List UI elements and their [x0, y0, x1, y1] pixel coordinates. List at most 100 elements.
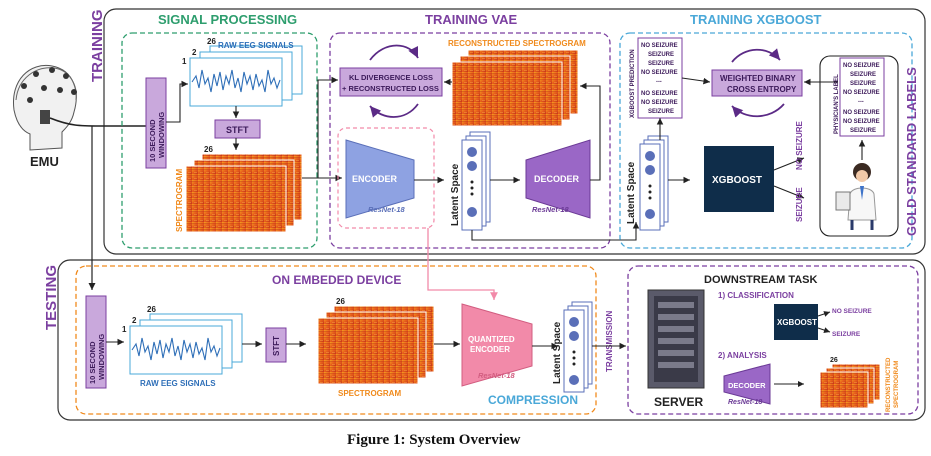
decoder-to-recon-arrow — [580, 82, 601, 181]
windowing-to-eeg-arrow — [166, 80, 188, 123]
reconstructed-spectrogram-stack — [451, 49, 579, 127]
emu-label: EMU — [30, 154, 59, 169]
xgb-latent-label: Latent Space — [626, 161, 637, 224]
analysis-label: 2) ANALYSIS — [718, 351, 767, 360]
test-channel-1: 1 — [122, 325, 127, 334]
ds-decoder-shape — [723, 363, 771, 405]
channel-26-label: 26 — [207, 37, 216, 46]
training-panel — [103, 8, 926, 255]
test-stft-box — [265, 327, 287, 363]
xgboost-box — [704, 146, 774, 212]
xgb-to-noseizure-arrow — [773, 157, 805, 171]
doctor-icon — [835, 163, 877, 230]
ds-decoder-sub: ResNet-18 — [728, 399, 762, 406]
pred-to-wbce-arrow — [681, 77, 711, 85]
encoder-sub: ResNet-18 — [368, 205, 406, 214]
signal-processing-title: SIGNAL PROCESSING — [158, 12, 297, 27]
vae-loss-2: + RECONSTRUCTED LOSS — [342, 84, 439, 93]
test-raw-eeg-label: RAW EEG SIGNALS — [140, 379, 216, 388]
windowing-text-1: 10 SECOND — [148, 119, 157, 162]
raw-eeg-label: RAW EEG SIGNALS — [218, 41, 294, 50]
gold-standard-label: GOLD STANDARD LABELS — [904, 67, 919, 236]
stft-box — [214, 119, 261, 139]
channel-2-label: 2 — [192, 48, 197, 57]
xgb-prediction-label: XGBOOST PREDICTION — [630, 49, 636, 118]
training-label: TRAINING — [89, 10, 106, 83]
wbce-text-1: WEIGHTED BINARY — [720, 74, 796, 83]
test-windowing-2: WINDOWING — [97, 334, 106, 380]
svg-text:SEIZURE: SEIZURE — [648, 109, 674, 115]
training-vae-title: TRAINING VAE — [425, 12, 518, 27]
ds-xgb-to-noseizure — [817, 311, 831, 317]
server-icon — [647, 289, 705, 389]
downstream-title: DOWNSTREAM TASK — [704, 274, 818, 286]
reconstructed-label: RECONSTRUCTED SPECTROGRAM — [448, 39, 586, 48]
vae-latent-label: Latent Space — [450, 163, 461, 226]
spec-to-loss-arrow — [317, 76, 338, 178]
ds-recon-label-2: SPECTROGRAM — [894, 361, 900, 408]
classification-label: 1) CLASSIFICATION — [718, 291, 794, 300]
signal-processing-box — [121, 32, 318, 249]
training-xgboost-box — [619, 32, 913, 249]
wbce-cycle-bottom-icon — [731, 103, 785, 118]
test-spectrogram-stack — [317, 305, 435, 385]
embedded-device-box — [75, 265, 597, 415]
gold-standard-box — [819, 55, 899, 237]
ds-decoder-label: DECODER — [728, 381, 766, 390]
ds-noseizure-label: NO SEIZURE — [832, 308, 872, 315]
encoder-highlight-box — [337, 127, 435, 229]
vae-loss-box — [339, 67, 443, 97]
vae-loss-cycle-top-icon — [369, 44, 419, 61]
device-title: ON EMBEDED DEVICE — [272, 273, 401, 287]
testing-panel — [57, 259, 926, 421]
downstream-box — [627, 265, 919, 415]
physician-list: NO SEIZURE SEIZURE SEIZURE NO SEIZURE ..… — [843, 63, 880, 134]
svg-text:SEIZURE: SEIZURE — [648, 61, 674, 67]
training-vae-box — [329, 32, 611, 249]
wbce-cycle-top-icon — [731, 48, 781, 63]
test-latent-label: Latent Space — [552, 321, 563, 384]
testing-label: TESTING — [43, 265, 60, 330]
spectrogram-label: SPECTROGRAM — [175, 169, 184, 232]
stft-label: STFT — [226, 125, 249, 135]
xgb-seizure-label: SEIZURE — [795, 187, 804, 222]
physician-list-box — [839, 57, 885, 137]
ds-channel-26: 26 — [830, 357, 838, 364]
ds-xgboost-label: XGBOOST — [777, 318, 817, 327]
svg-text:NO SEIZURE: NO SEIZURE — [843, 63, 880, 69]
svg-text:SEIZURE: SEIZURE — [850, 72, 876, 78]
server-label: SERVER — [654, 395, 703, 409]
ds-seizure-label: SEIZURE — [832, 331, 861, 338]
test-channel-26: 26 — [147, 305, 156, 314]
svg-text:NO SEIZURE: NO SEIZURE — [843, 119, 880, 125]
xgb-to-seizure-arrow — [773, 185, 805, 199]
windowing-text-2: WINDOWING — [157, 112, 166, 158]
encoder-to-quantized-arrow — [427, 228, 498, 300]
spec-channel-26: 26 — [204, 145, 213, 154]
xgb-noseizure-label: NO SEIZURE — [795, 120, 804, 170]
svg-text:...: ... — [858, 97, 864, 104]
svg-text:SEIZURE: SEIZURE — [648, 52, 674, 58]
svg-text:SEIZURE: SEIZURE — [850, 128, 876, 134]
figure-caption: Figure 1: System Overview — [347, 432, 521, 448]
channel-1-label: 1 — [182, 57, 187, 66]
ds-xgboost-box — [774, 304, 818, 340]
svg-text:NO SEIZURE: NO SEIZURE — [641, 43, 678, 49]
transmission-label: TRANSMISSION — [605, 310, 614, 372]
svg-text:...: ... — [656, 77, 662, 84]
training-xgboost-title: TRAINING XGBOOST — [690, 12, 822, 27]
svg-text:NO SEIZURE: NO SEIZURE — [843, 90, 880, 96]
encoder-shape — [345, 139, 415, 219]
compression-label: COMPRESSION — [488, 393, 578, 407]
raw-eeg-stack — [189, 45, 303, 107]
emu-head-icon — [13, 64, 150, 151]
svg-text:NO SEIZURE: NO SEIZURE — [641, 70, 678, 76]
svg-text:NO SEIZURE: NO SEIZURE — [641, 100, 678, 106]
physician-label: PHYSICIAN'S LABEL — [834, 74, 840, 134]
test-stft-label: STFT — [272, 336, 281, 356]
vae-latent-stack — [461, 131, 491, 231]
vae-loss-cycle-bottom-icon — [369, 103, 419, 118]
encoder-label: ENCODER — [352, 174, 398, 184]
q-encoder-sub: ResNet-18 — [478, 371, 516, 380]
